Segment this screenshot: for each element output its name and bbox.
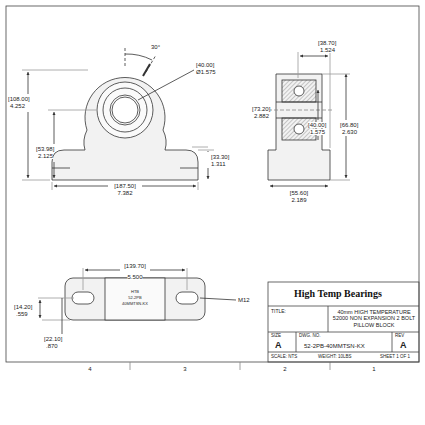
side-view	[268, 52, 350, 186]
front-view	[22, 48, 214, 190]
title-block-text: A	[275, 341, 282, 350]
dimension-label: 2.189	[291, 197, 306, 203]
dimension-label: 4.252	[10, 103, 25, 109]
title-block-text: WEIGHT: 10LBS	[318, 355, 352, 360]
dimension-label: [40.00]	[196, 62, 214, 68]
company-title: High Temp Bearings	[294, 288, 382, 299]
dimension-label: [53.98]	[36, 146, 54, 152]
dimension-label: 1.575	[310, 129, 325, 135]
dimension-label: [139.70]	[124, 263, 146, 269]
dimension-label: [40.00]	[308, 122, 326, 128]
zone-number: 1	[372, 366, 375, 372]
dimension-label: 40MMTSN-KX	[122, 302, 148, 306]
title-block-text: 52-2PB-40MMTSN-KX	[304, 343, 365, 349]
dimension-label: 1.524	[320, 47, 335, 53]
dimension-label: 52-2PB	[128, 296, 141, 300]
zone-number: 4	[88, 366, 91, 372]
title-block-text: SCALE: NTS	[271, 355, 297, 360]
dimension-label: 30°	[151, 44, 160, 50]
dimension-label: 1.311	[211, 161, 226, 167]
zone-number: 2	[283, 366, 286, 372]
dimension-label: [14.20]	[14, 304, 32, 310]
dimension-label: [55.60]	[290, 190, 308, 196]
dimension-label: HTB	[131, 290, 139, 294]
dimension-label: 2.882	[254, 113, 269, 119]
dimension-label: [187.50]	[114, 183, 136, 189]
dimension-label: [22.10]	[44, 336, 62, 342]
dimension-label: 2.125	[38, 153, 53, 159]
title-block-text: SIZE	[271, 334, 281, 339]
title-block-text: 40mm HIGH TEMPERATURE 52000 NON EXPANSIO…	[332, 309, 416, 328]
dimension-label: Ø1.575	[196, 69, 216, 75]
dimension-label: [38.70]	[318, 40, 336, 46]
dimension-label: .870	[46, 343, 58, 349]
dimension-label: [73.20]	[252, 106, 270, 112]
dimension-label: [108.00]	[8, 96, 30, 102]
title-block-text: REV	[395, 334, 404, 339]
title-block-text: DWG. NO.	[299, 334, 321, 339]
title-block-text: A	[400, 341, 407, 350]
dimension-label: [66.80]	[340, 122, 358, 128]
dimension-label: 7.382	[117, 190, 132, 196]
bottom-view	[38, 268, 236, 334]
dimension-label: .559	[16, 311, 28, 317]
zone-number: 3	[183, 366, 186, 372]
dimension-label: M12	[238, 297, 250, 303]
title-block	[268, 282, 419, 362]
dimension-label: [33.30]	[211, 154, 229, 160]
dimension-label: 5.500	[127, 274, 142, 280]
title-block-text: TITLE:	[271, 309, 286, 314]
title-block-text: SHEET 1 OF 1	[380, 355, 410, 360]
dimension-label: 2.630	[342, 129, 357, 135]
